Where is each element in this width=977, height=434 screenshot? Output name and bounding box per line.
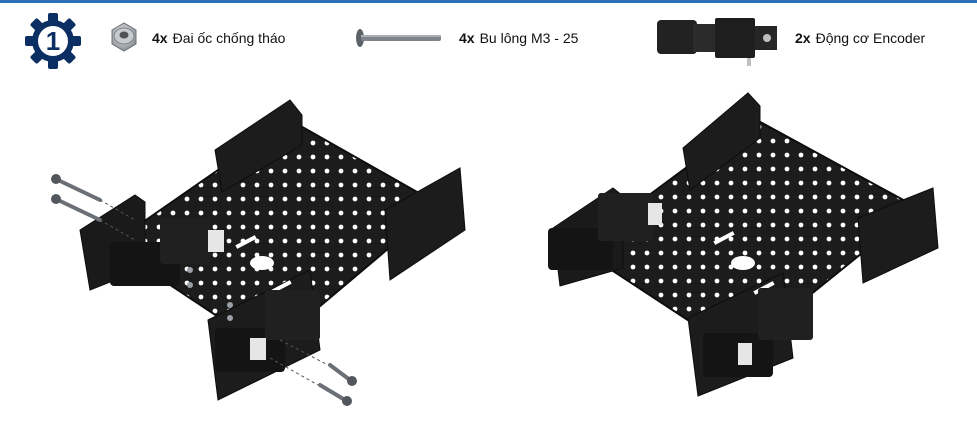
encoder-motor-icon [657, 18, 777, 66]
part-qty: 4x [459, 30, 475, 46]
part-qty: 4x [152, 30, 168, 46]
chassis-assembly-before [51, 99, 466, 406]
part-bolt: 4x Bu lông M3 - 25 [355, 20, 578, 56]
part-name: Đai ốc chống tháo [172, 30, 286, 46]
gear-icon [25, 13, 81, 69]
step-number: 1 [45, 25, 61, 56]
part-name: Bu lông M3 - 25 [479, 30, 579, 46]
top-accent-line [0, 0, 977, 3]
part-encoder-motor: 2x Động cơ Encoder [655, 10, 925, 66]
part-qty: 2x [795, 30, 811, 46]
lock-nut-icon [111, 22, 137, 52]
part-lock-nut: 4x Đai ốc chống tháo [104, 20, 285, 56]
chassis-assembly-after [548, 92, 939, 397]
bolt-icon [356, 29, 441, 47]
part-name: Động cơ Encoder [815, 30, 926, 46]
